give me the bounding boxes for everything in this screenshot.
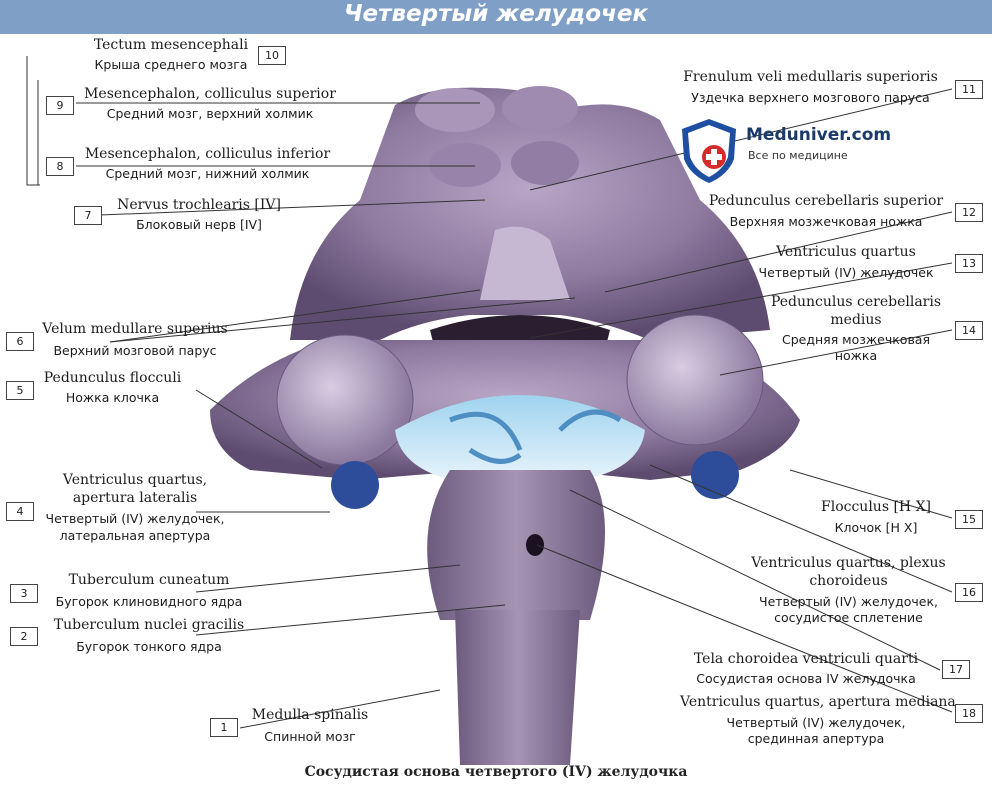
medulla-oblongata: [427, 470, 605, 620]
label-13-number: 13: [955, 254, 983, 273]
label-12-number: 12: [955, 203, 983, 222]
label-13-russian: Четвертый (IV) желудочек: [758, 265, 934, 280]
label-12-latin: Pedunculus cerebellaris superior: [708, 193, 944, 209]
label-11-russian: Уздечка верхнего мозгового паруса: [691, 90, 930, 105]
label-11-latin: Frenulum veli medullaris superioris: [683, 69, 938, 85]
tectum-region: [290, 87, 770, 340]
colliculus-inferior-left: [429, 143, 501, 187]
label-2-russian: Бугорок тонкого ядра: [76, 639, 222, 654]
label-16-russian-line2: сосудистое сплетение: [774, 610, 923, 625]
label-14-latin: Pedunculus cerebellaris: [770, 294, 942, 310]
label-2-number: 2: [10, 627, 38, 646]
label-13-latin: Ventriculus quartus: [776, 244, 916, 260]
flocculus-left: [331, 461, 379, 509]
label-6-latin: Velum medullare superius: [42, 321, 228, 337]
label-4-latin-line2: apertura lateralis: [72, 490, 198, 506]
label-3-latin: Tuberculum cuneatum: [68, 572, 230, 588]
label-8-russian: Средний мозг, нижний холмик: [105, 166, 310, 181]
shield-icon: [682, 119, 736, 183]
median-aperture: [526, 534, 544, 556]
logo-tagline: Все по медицине: [748, 149, 848, 162]
label-4-number: 4: [6, 502, 34, 521]
label-9-russian: Средний мозг, верхний холмик: [106, 106, 314, 121]
label-16-latin-line2: choroideus: [809, 573, 888, 589]
plexus-vessels: [449, 409, 622, 464]
label-4-russian-line2: латеральная апертура: [59, 528, 211, 543]
label-18-russian: Четвертый (IV) желудочек,: [726, 715, 906, 730]
label-10-latin: Tectum mesencephali: [93, 37, 249, 53]
label-18-number: 18: [955, 704, 983, 723]
label-15-number: 15: [955, 510, 983, 529]
label-7-number: 7: [74, 206, 102, 225]
label-16-number: 16: [955, 583, 983, 602]
figure-caption: Сосудистая основа четвертого (IV) желудо…: [304, 764, 688, 780]
label-6-number: 6: [6, 332, 34, 351]
label-5-number: 5: [6, 381, 34, 400]
label-5-latin: Pedunculus flocculi: [43, 370, 182, 386]
label-14-russian: Средняя мозжечковая: [782, 332, 930, 347]
label-17-russian: Сосудистая основа IV желудочка: [696, 671, 916, 686]
logo-name[interactable]: Meduniver.com: [746, 125, 892, 145]
label-15-latin: Flocculus [H X]: [821, 499, 931, 515]
middle-peduncle-right-section: [626, 314, 764, 446]
label-9-number: 9: [46, 96, 74, 115]
colliculus-superior-right: [502, 86, 578, 130]
colliculus-inferior-right: [511, 141, 579, 185]
label-4-latin: Ventriculus quartus,: [62, 472, 208, 488]
label-1-russian: Спинной мозг: [264, 729, 356, 744]
spinal-cord: [455, 610, 580, 765]
label-1-latin: Medulla spinalis: [251, 707, 369, 723]
label-17-latin: Tela choroidea ventriculi quarti: [693, 651, 919, 667]
label-4-russian: Четвертый (IV) желудочек,: [45, 511, 225, 526]
label-18-latin: Ventriculus quartus, apertura mediana: [680, 694, 956, 710]
label-16-russian: Четвертый (IV) желудочек,: [759, 594, 938, 609]
label-17-number: 17: [942, 660, 970, 679]
label-3-number: 3: [10, 584, 38, 603]
label-14-russian-line2: ножка: [834, 348, 878, 363]
label-7-latin: Nervus trochlearis [IV]: [117, 197, 281, 213]
label-2-latin: Tuberculum nuclei gracilis: [53, 617, 245, 633]
label-12-russian: Верхняя мозжечковая ножка: [729, 214, 923, 229]
label-14-number: 14: [955, 321, 983, 340]
label-14-latin-line2: medius: [830, 312, 882, 328]
title-bar: Четвертый желудочек: [0, 0, 992, 34]
label-3-russian: Бугорок клиновидного ядра: [55, 594, 243, 609]
label-16-latin: Ventriculus quartus, plexus: [751, 555, 946, 571]
velum-medullare: [480, 226, 570, 300]
label-10-russian: Крыша среднего мозга: [94, 57, 248, 72]
label-8-latin: Mesencephalon, colliculus inferior: [84, 146, 331, 162]
label-11-number: 11: [955, 80, 983, 99]
label-7-russian: Блоковый нерв [IV]: [136, 217, 262, 232]
label-1-number: 1: [210, 718, 238, 737]
label-10-number: 10: [258, 46, 286, 65]
label-18-russian-line2: срединная апертура: [747, 731, 885, 746]
label-5-russian: Ножка клочка: [65, 390, 160, 405]
label-8-number: 8: [46, 157, 74, 176]
colliculus-superior-left: [415, 88, 495, 132]
label-9-latin: Mesencephalon, colliculus superior: [84, 86, 336, 102]
page-title: Четвертый желудочек: [343, 1, 649, 27]
middle-peduncle-left-section: [276, 334, 414, 466]
label-6-russian: Верхний мозговой парус: [53, 343, 217, 358]
label-15-russian: Клочок [H X]: [834, 520, 918, 535]
